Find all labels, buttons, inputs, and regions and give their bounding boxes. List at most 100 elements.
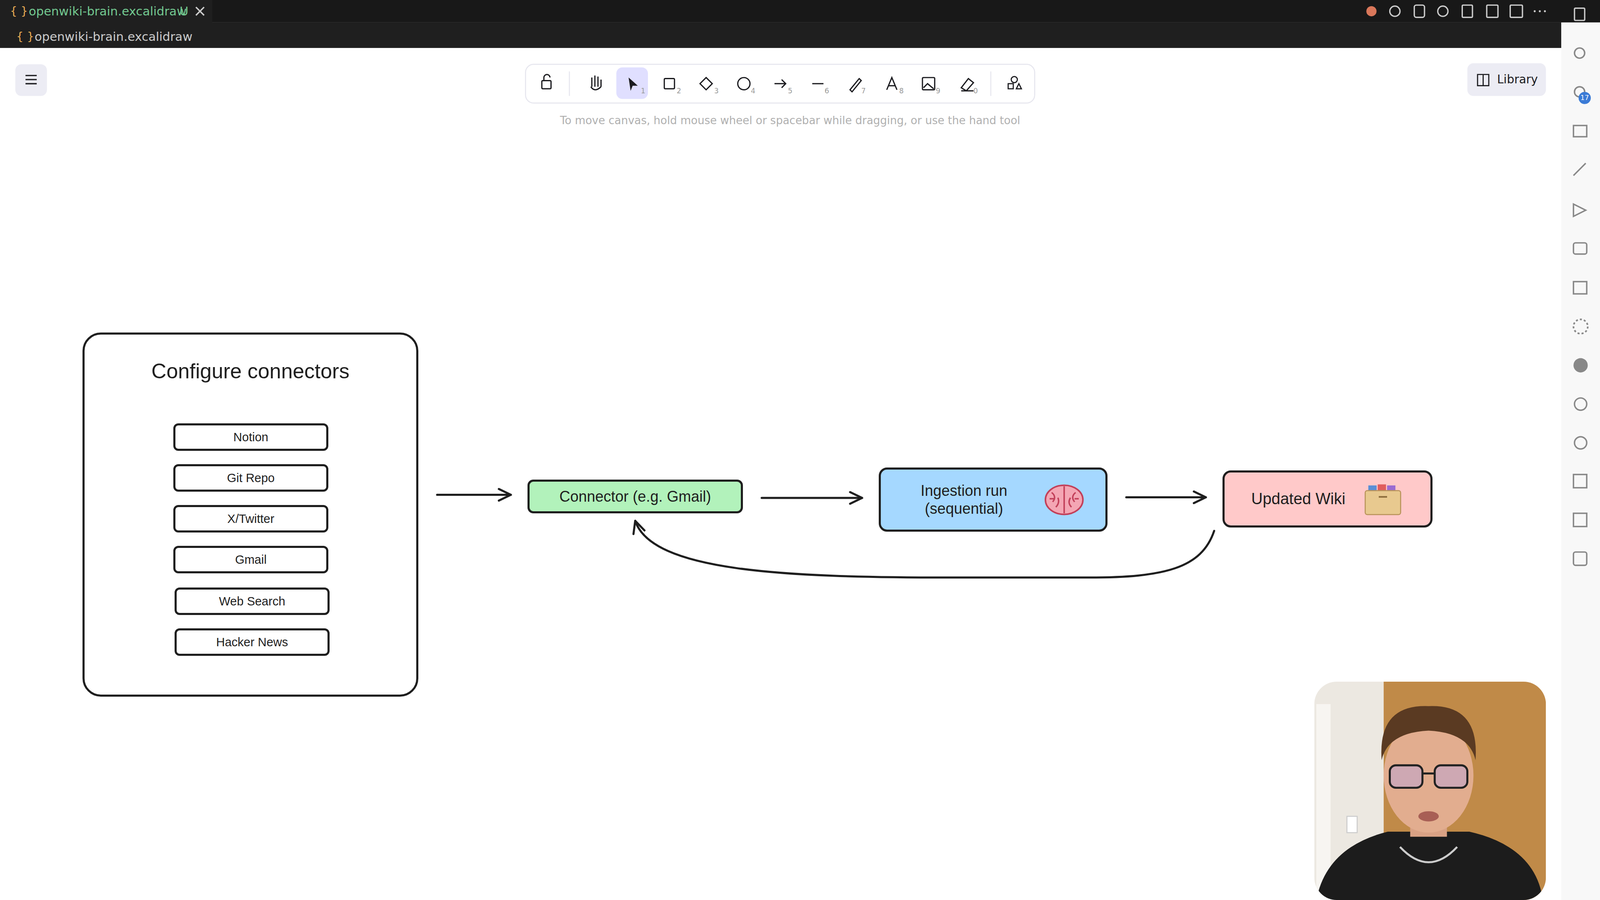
connector-option: Web Search <box>174 587 330 615</box>
brain-icon <box>1043 482 1085 518</box>
activity-bar <box>1574 397 1587 410</box>
ui-label: { } <box>10 4 28 18</box>
process-box: Ingestion run (sequential) <box>878 467 1108 532</box>
activity-bar <box>1574 8 1585 21</box>
library-button <box>1467 63 1547 96</box>
toolbar <box>850 78 862 93</box>
activity-bar <box>1573 163 1586 176</box>
webcam-overlay <box>1381 706 1476 761</box>
hint-text: To move canvas, hold mouse wheel or spac… <box>560 114 1021 127</box>
menu-button <box>15 64 48 96</box>
menu-button <box>15 64 48 96</box>
node-label: Ingestion run (sequential) <box>901 481 1027 518</box>
folder-icon <box>1378 496 1388 498</box>
shortcut-number: 5 <box>787 86 793 95</box>
connector-line <box>437 493 511 496</box>
toolbar <box>1016 83 1022 89</box>
node-label: Web Search <box>218 594 285 609</box>
shortcut-number: 6 <box>824 86 830 95</box>
webcam-overlay <box>1316 831 1543 900</box>
toolbar <box>590 75 601 90</box>
brain-icon <box>1045 485 1083 515</box>
toolbar <box>525 64 1035 103</box>
toolbar <box>568 71 570 96</box>
activity-bar <box>1573 474 1587 488</box>
title-bar <box>1462 5 1473 18</box>
toolbar <box>922 77 935 90</box>
arrow-head <box>850 492 863 504</box>
connector-option: Notion <box>173 423 329 451</box>
title-bar <box>1390 6 1400 17</box>
brain-icon <box>1049 486 1079 514</box>
toolbar <box>616 67 648 100</box>
toolbar <box>664 78 675 89</box>
activity-bar <box>1573 513 1587 527</box>
webcam-overlay <box>1390 765 1423 788</box>
node-label: Connector (e.g. Gmail) <box>559 487 711 506</box>
activity-bar <box>1573 358 1588 373</box>
shortcut-number: 0 <box>973 86 978 95</box>
arrow-head <box>498 489 511 501</box>
output-box: Updated Wiki <box>1222 470 1433 528</box>
title-bar <box>0 0 1600 48</box>
toolbar <box>886 77 897 90</box>
toolbar <box>628 77 638 91</box>
title-bar <box>0 0 213 23</box>
toolbar <box>923 83 934 89</box>
node-label: Hacker News <box>216 635 288 650</box>
ui-label: U <box>179 4 189 19</box>
activity-bar <box>1574 436 1587 449</box>
title-bar <box>1437 6 1448 17</box>
webcam-overlay <box>1347 816 1358 833</box>
webcam-overlay <box>1316 704 1331 898</box>
webcam-overlay <box>1314 681 1546 900</box>
toolbar <box>1011 76 1018 83</box>
toolbar <box>737 77 750 90</box>
title-bar <box>1533 10 1536 13</box>
arrow-head <box>633 520 645 535</box>
title-bar <box>1486 5 1498 18</box>
activity-bar <box>1573 242 1587 255</box>
webcam-overlay <box>1314 681 1546 900</box>
activity-bar <box>1573 125 1587 137</box>
activity-bar <box>1574 47 1585 58</box>
webcam-overlay <box>1400 847 1458 863</box>
group-heading: Configure connectors <box>151 358 350 384</box>
title-bar <box>1414 5 1425 18</box>
shortcut-number: 4 <box>750 86 756 95</box>
title-bar <box>1366 6 1377 17</box>
shortcut-number: 8 <box>899 86 904 95</box>
connector-line <box>761 497 863 500</box>
ui-label: openwiki-brain.excalidraw <box>28 4 187 19</box>
shortcut-number: 2 <box>676 86 682 95</box>
activity-bar <box>1573 281 1587 294</box>
toolbar <box>700 77 713 90</box>
webcam-overlay <box>1314 681 1546 900</box>
activity-bar <box>1578 91 1591 104</box>
node-label: Notion <box>233 430 269 445</box>
toolbar <box>543 74 550 81</box>
title-bar <box>1543 10 1546 13</box>
connector-line <box>1126 496 1206 499</box>
library-button <box>1467 63 1547 96</box>
shortcut-number: 3 <box>714 86 719 95</box>
arrow-head <box>1193 491 1206 504</box>
shortcut-number: 9 <box>935 86 941 95</box>
title-bar <box>1538 10 1541 13</box>
badge-count: 17 <box>1580 93 1589 102</box>
ui-label: openwiki-brain.excalidraw <box>34 29 193 44</box>
activity-bar <box>1573 204 1586 217</box>
title-bar <box>1510 5 1523 18</box>
activity-bar <box>1573 319 1588 334</box>
activity-bar <box>1561 22 1600 900</box>
connector-option: X/Twitter <box>173 505 329 533</box>
node-label: Gmail <box>235 552 267 568</box>
activity-bar <box>1561 8 1600 900</box>
node-label: Updated Wiki <box>1251 489 1346 509</box>
shortcut-number: 7 <box>861 86 866 95</box>
toolbar <box>525 64 1035 103</box>
toolbar <box>774 79 786 88</box>
node-label: Git Repo <box>227 470 275 486</box>
flow-arrow <box>1126 491 1206 504</box>
flow-arrow <box>761 492 863 504</box>
